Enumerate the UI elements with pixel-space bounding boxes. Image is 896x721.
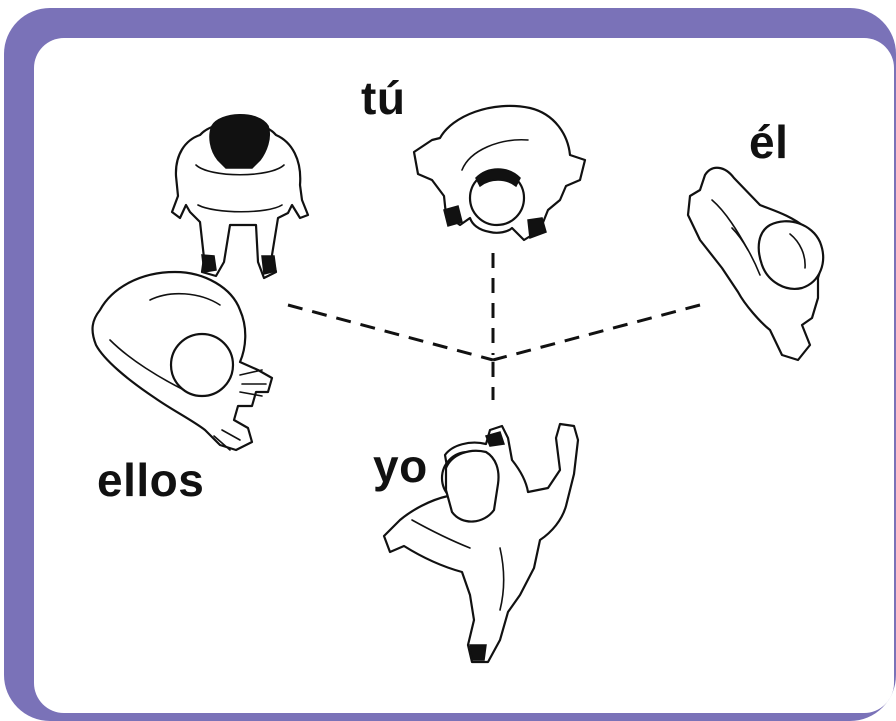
person-tu-figure (412, 104, 587, 242)
connector-lines (287, 253, 701, 400)
person-el-figure (686, 166, 825, 362)
line-to-ellos (287, 303, 494, 362)
label-el: él (749, 116, 789, 168)
label-ellos: ellos (97, 454, 205, 506)
person-yo-figure (382, 422, 580, 664)
label-tu: tú (361, 72, 406, 124)
person-top-left-figure (170, 114, 310, 280)
line-to-el (492, 303, 701, 362)
label-yo: yo (373, 440, 428, 492)
person-ellos-figure (91, 270, 274, 452)
